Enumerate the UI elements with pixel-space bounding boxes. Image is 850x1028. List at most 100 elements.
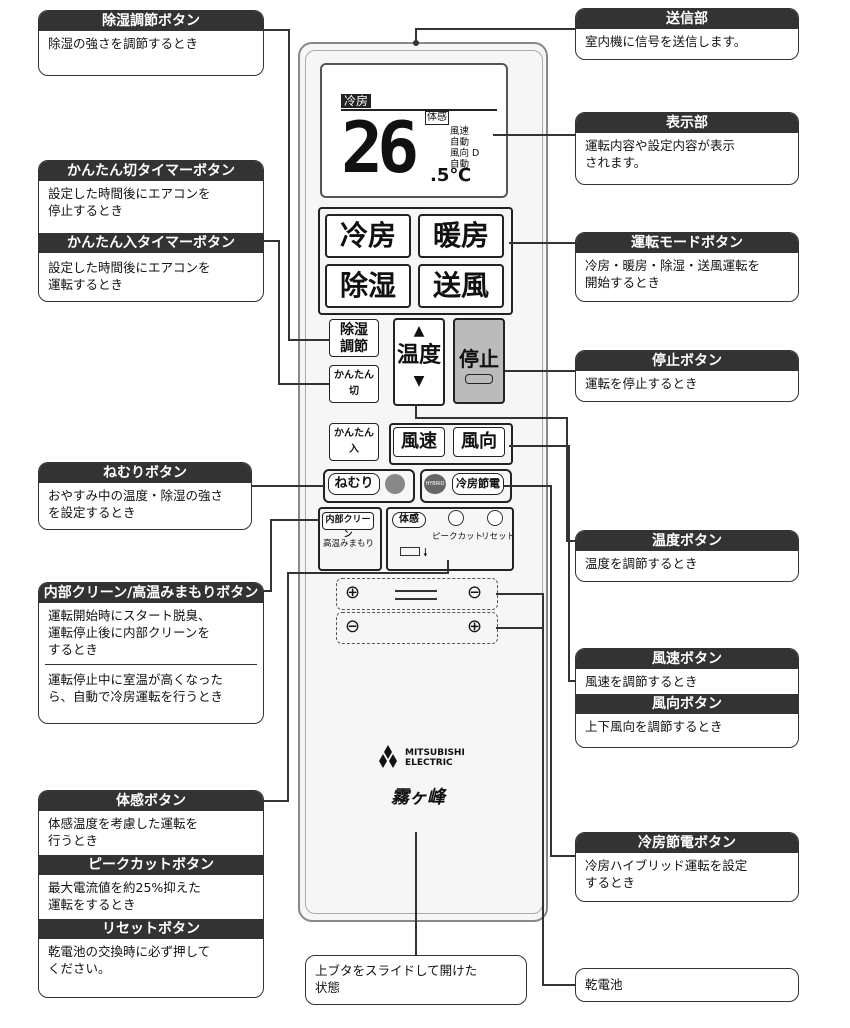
leader-line (278, 383, 329, 385)
fan-button[interactable]: 送風 (418, 264, 504, 308)
hybrid-icon: HYBRID (424, 474, 446, 494)
fan-callout: 風速ボタン 風速を調節するとき 風向ボタン 上下風向を調節するとき (575, 648, 799, 748)
lcd-info: 風速 自動 風向 D 自動 (450, 126, 480, 170)
leader-line (509, 445, 570, 447)
fan-speed-button[interactable]: 風速 (393, 427, 445, 457)
leader-line (415, 404, 417, 418)
plus-icon: ⊕ (345, 582, 361, 603)
eco-cool-callout: 冷房節電ボタン 冷房ハイブリッド運転を設定 するとき (575, 832, 799, 902)
mode-callout: 運転モードボタン 冷房・暖房・除湿・送風運転を 開始するとき (575, 232, 799, 302)
lcd-temperature: 26 (341, 107, 419, 189)
leader-line (270, 519, 272, 592)
leader-line (447, 560, 449, 574)
fan-dir-button[interactable]: 風向 (453, 427, 505, 457)
brand-line2: ELECTRIC (405, 758, 453, 768)
leader-line (288, 29, 290, 340)
leader-line (250, 485, 324, 487)
leader-line (496, 627, 544, 629)
lcd-divider (341, 109, 497, 111)
fan-button-group (389, 423, 513, 465)
sleep-button[interactable]: ねむり (328, 473, 380, 495)
eco-cool-button[interactable]: 冷房節電 (452, 473, 504, 495)
leader-line (287, 572, 449, 574)
callout-body: 運転内容や設定内容が表示 されます。 (585, 138, 736, 170)
clean-button[interactable]: 内部クリーン (322, 512, 374, 540)
leader-line (566, 540, 575, 542)
reset-button[interactable] (487, 510, 503, 526)
callout-body: 除湿の強さを調節するとき (48, 36, 199, 51)
callout-body: 温度を調節するとき (585, 556, 698, 571)
callout-title: 運転モードボタン (576, 233, 798, 253)
leader-line (542, 984, 575, 986)
arrow-down-icon: 🠗 (423, 546, 428, 559)
display-callout: 表示部 運転内容や設定内容が表示 されます。 (575, 112, 799, 185)
dry-adjust-button[interactable]: 除湿 調節 (329, 319, 379, 357)
leader-line (550, 855, 575, 857)
temp-down-icon[interactable]: ▼ (413, 373, 425, 389)
callout-title: 冷房節電ボタン (576, 833, 798, 853)
stop-icon (465, 374, 493, 384)
stop-label: 停止 (459, 347, 499, 371)
temp-button[interactable]: ▲ 温度 ▼ (393, 318, 445, 406)
callout-title: 停止ボタン (576, 351, 798, 371)
taikan-button-group (386, 507, 514, 571)
leader-line (505, 370, 575, 372)
callout-title: リセットボタン (39, 919, 263, 939)
dry-button[interactable]: 除湿 (325, 264, 411, 308)
peak-cut-label: ピークカット (432, 532, 484, 542)
lcd-mode: 冷房 (341, 94, 372, 108)
clean-button-group (318, 507, 382, 571)
lcd-display (320, 63, 508, 198)
callout-body: 冷房ハイブリッド運転を設定 するとき (585, 858, 748, 890)
sleep-button-group (323, 469, 415, 503)
divider (45, 664, 257, 665)
leader-line (496, 593, 544, 595)
transmitter-callout: 送信部 室内機に信号を送信します。 (575, 8, 799, 60)
callout-body: 運転開始時にスタート脱臭、 運転停止後に内部クリーンを するとき (48, 608, 211, 657)
lid-callout: 上ブタをスライドして開けた 状態 (305, 955, 527, 1005)
leader-line (270, 519, 320, 521)
off-timer-button[interactable]: かんたん 切 (329, 365, 379, 403)
taikan-button[interactable]: 体感 (392, 512, 426, 528)
callout-body: 設定した時間後にエアコンを 運転するとき (48, 260, 211, 292)
callout-title: 温度ボタン (576, 531, 798, 551)
on-timer-button[interactable]: かんたん 入 (329, 423, 379, 461)
dehumid-adjust-callout: 除湿調節ボタン 除湿の強さを調節するとき (38, 10, 264, 76)
heat-button[interactable]: 暖房 (418, 214, 504, 258)
callout-body: 室内機に信号を送信します。 (585, 34, 747, 49)
keep-label: 高温みまもり (323, 539, 375, 549)
leader-line (493, 134, 575, 136)
temp-up-icon[interactable]: ▲ (413, 323, 425, 339)
leader-line (415, 28, 417, 44)
mitsubishi-logo-icon (375, 745, 401, 769)
callout-title: 内部クリーン/高温みまもりボタン (39, 583, 263, 603)
leader-line (509, 242, 575, 244)
leader-line (415, 417, 568, 419)
callout-body: 運転停止中に室温が高くなった ら、自動で冷房運転を行うとき (48, 672, 224, 704)
callout-title: ねむりボタン (39, 463, 251, 483)
callout-body: 最大電流値を約25%抑えた 運転をするとき (48, 880, 201, 912)
taikan-callout: 体感ボタン 体感温度を考慮した運転を 行うとき ピークカットボタン 最大電流値を… (38, 790, 264, 998)
callout-body: 風速を調節するとき (585, 674, 698, 689)
sleep-icon (385, 474, 405, 494)
battery-spring-icon (395, 590, 437, 600)
lcd-taikan: 体感 (425, 111, 449, 125)
plus-icon: ⊕ (467, 616, 483, 637)
stop-callout: 停止ボタン 運転を停止するとき (575, 350, 799, 402)
callout-title: ピークカットボタン (39, 855, 263, 875)
stop-button[interactable]: 停止 (453, 318, 505, 404)
callout-title: 風速ボタン (576, 649, 798, 669)
temp-callout: 温度ボタン 温度を調節するとき (575, 530, 799, 582)
cool-button[interactable]: 冷房 (325, 214, 411, 258)
callout-body: 設定した時間後にエアコンを 停止するとき (48, 186, 211, 218)
callout-body: 体感温度を考慮した運転を 行うとき (48, 816, 199, 848)
callout-body: 冷房・暖房・除湿・送風運転を 開始するとき (585, 258, 761, 290)
callout-body: 上下風向を調節するとき (585, 719, 723, 734)
timer-callout: かんたん切タイマーボタン 設定した時間後にエアコンを 停止するとき かんたん入タ… (38, 160, 264, 302)
product-logo: 霧ヶ峰 (391, 787, 445, 808)
callout-title: 表示部 (576, 113, 798, 133)
sleep-callout: ねむりボタン おやすみ中の温度・除湿の強さ を設定するとき (38, 462, 252, 530)
peak-cut-button[interactable] (448, 510, 464, 526)
remote-control-lid-edge (305, 50, 543, 914)
leader-line (278, 240, 280, 384)
